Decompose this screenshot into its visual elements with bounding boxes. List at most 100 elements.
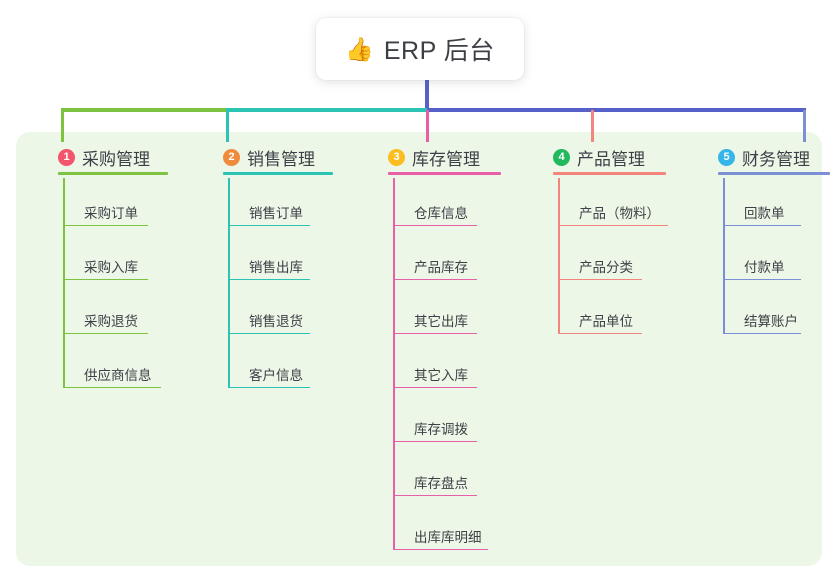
tree-item-label: 回款单 [744, 206, 785, 221]
connector-drop-3 [426, 110, 429, 142]
tree-item-label: 其它入库 [414, 368, 468, 383]
tree-item-rule [558, 224, 668, 226]
tree-item-label: 付款单 [744, 260, 785, 275]
column-items-1: 采购订单采购入库采购退货供应商信息 [36, 178, 186, 394]
tree-item[interactable]: 采购订单 [36, 178, 186, 232]
tree-item-rule [393, 548, 488, 550]
column-items-3: 仓库信息产品库存其它出库其它入库库存调拨库存盘点出库库明细 [366, 178, 516, 556]
thumbs-up-icon: 👍 [345, 35, 374, 62]
column-badge-4: 4 [553, 148, 570, 166]
tree-item-rule [228, 278, 310, 280]
column-header-rule-3 [388, 172, 501, 175]
column-header-4[interactable]: 4 产品管理 [531, 142, 681, 172]
root-stem-line [425, 78, 429, 110]
connector-drop-2 [226, 110, 229, 142]
tree-item[interactable]: 其它入库 [366, 340, 516, 394]
connector-drop-4 [591, 110, 594, 142]
column-header-rule-2 [223, 172, 333, 175]
column-spine-4 [558, 178, 560, 334]
column-header-1[interactable]: 1 采购管理 [36, 142, 186, 172]
column-title-4: 产品管理 [577, 149, 645, 169]
tree-item[interactable]: 仓库信息 [366, 178, 516, 232]
tree-item-label: 销售退货 [249, 314, 303, 329]
root-node[interactable]: 👍 ERP 后台 [316, 18, 524, 80]
column-spine-1 [63, 178, 65, 388]
tree-item-label: 客户信息 [249, 368, 303, 383]
column-header-rule-5 [718, 172, 830, 175]
tree-item[interactable]: 采购入库 [36, 232, 186, 286]
tree-item-label: 结算账户 [744, 314, 798, 329]
tree-item[interactable]: 付款单 [696, 232, 836, 286]
column-items-5: 回款单付款单结算账户 [696, 178, 836, 340]
column-items-2: 销售订单销售出库销售退货客户信息 [201, 178, 351, 394]
column-4: 4 产品管理产品（物料） 产品分类产品单位 [531, 142, 681, 340]
tree-item[interactable]: 销售退货 [201, 286, 351, 340]
tree-item-label: 采购退货 [84, 314, 138, 329]
connector-drop-5 [803, 110, 806, 142]
diagram-panel [16, 132, 822, 566]
tree-item-rule [723, 332, 801, 334]
tree-item-label: 供应商信息 [84, 368, 152, 383]
tree-item[interactable]: 销售出库 [201, 232, 351, 286]
tree-item[interactable]: 销售订单 [201, 178, 351, 232]
column-title-1: 采购管理 [82, 149, 150, 169]
column-3: 3 库存管理仓库信息产品库存其它出库其它入库库存调拨库存盘点出库库明细 [366, 142, 516, 556]
tree-item[interactable]: 采购退货 [36, 286, 186, 340]
column-spine-2 [228, 178, 230, 388]
column-badge-2: 2 [223, 148, 240, 166]
tree-item-rule [723, 278, 801, 280]
connector-bar-segment-2 [226, 108, 427, 112]
tree-item-label: 采购入库 [84, 260, 138, 275]
connector-bar-segment-3 [427, 108, 806, 112]
tree-item-label: 销售出库 [249, 260, 303, 275]
column-1: 1 采购管理采购订单采购入库采购退货供应商信息 [36, 142, 186, 394]
tree-item-rule [63, 278, 148, 280]
tree-item[interactable]: 库存盘点 [366, 448, 516, 502]
tree-item[interactable]: 客户信息 [201, 340, 351, 394]
column-title-3: 库存管理 [412, 149, 480, 169]
tree-item[interactable]: 出库库明细 [366, 502, 516, 556]
column-2: 2 销售管理销售订单销售出库销售退货客户信息 [201, 142, 351, 394]
tree-item-label: 产品单位 [579, 314, 633, 329]
tree-item-rule [393, 386, 477, 388]
connector-bar-segment-1 [61, 108, 226, 112]
connector-drop-1 [61, 110, 64, 142]
tree-item-label: 库存调拨 [414, 422, 468, 437]
tree-item-rule [723, 224, 801, 226]
tree-item-rule [63, 386, 161, 388]
tree-item-rule [63, 224, 148, 226]
column-title-2: 销售管理 [247, 149, 315, 169]
tree-item[interactable]: 产品库存 [366, 232, 516, 286]
tree-item-rule [393, 440, 477, 442]
tree-item[interactable]: 产品（物料） [531, 178, 681, 232]
tree-item-label: 产品库存 [414, 260, 468, 275]
tree-item-rule [228, 224, 310, 226]
tree-item-rule [63, 332, 148, 334]
tree-item-rule [393, 494, 477, 496]
tree-item[interactable]: 供应商信息 [36, 340, 186, 394]
tree-item[interactable]: 其它出库 [366, 286, 516, 340]
column-header-2[interactable]: 2 销售管理 [201, 142, 351, 172]
tree-item-label: 仓库信息 [414, 206, 468, 221]
column-spine-5 [723, 178, 725, 334]
column-header-rule-4 [553, 172, 666, 175]
tree-item[interactable]: 结算账户 [696, 286, 836, 340]
root-node-title: ERP 后台 [383, 37, 495, 65]
column-badge-3: 3 [388, 148, 405, 166]
column-header-3[interactable]: 3 库存管理 [366, 142, 516, 172]
column-header-rule-1 [58, 172, 168, 175]
tree-item-label: 其它出库 [414, 314, 468, 329]
tree-item[interactable]: 回款单 [696, 178, 836, 232]
tree-item-label: 出库库明细 [414, 530, 482, 545]
tree-item-label: 产品分类 [579, 260, 633, 275]
tree-item[interactable]: 库存调拨 [366, 394, 516, 448]
tree-item-label: 销售订单 [249, 206, 303, 221]
tree-item-label: 采购订单 [84, 206, 138, 221]
tree-item[interactable]: 产品分类 [531, 232, 681, 286]
column-spine-3 [393, 178, 395, 550]
tree-item[interactable]: 产品单位 [531, 286, 681, 340]
column-badge-1: 1 [58, 148, 75, 166]
